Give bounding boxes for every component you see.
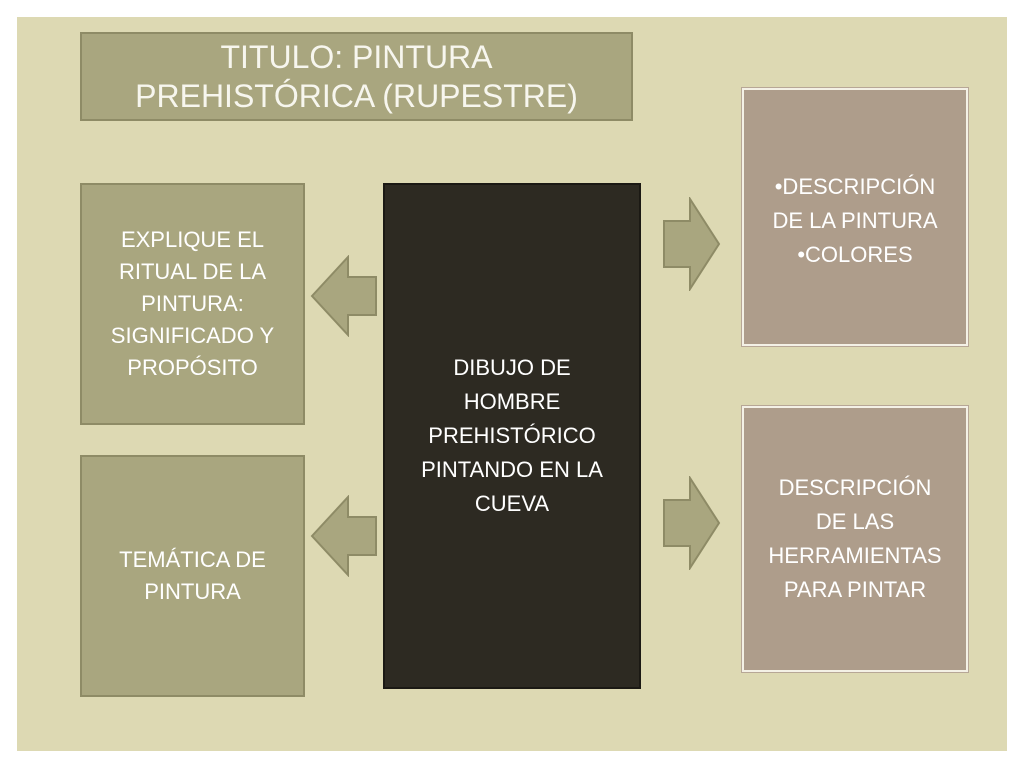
center-line: HOMBRE [463,389,561,414]
ritual-line: EXPLIQUE EL [120,227,265,252]
title-box: TITULO: PINTURA PREHISTÓRICA (RUPESTRE) [80,32,633,121]
ritual-line: PINTURA: [141,291,244,316]
ritual-line: RITUAL DE LA [118,259,267,284]
arrow-left-icon [310,255,377,337]
center-line: PINTANDO EN LA [421,457,603,482]
center-line: DIBUJO DE [453,355,571,380]
ritual-line: PROPÓSITO [127,355,258,380]
arrow-right-icon [663,476,721,570]
herramientas-line: PARA PINTAR [783,577,927,602]
center-line: PREHISTÓRICO [428,423,596,448]
herramientas-line: HERRAMIENTAS [768,543,942,568]
center-line: CUEVA [474,491,550,516]
tematica-box: TEMÁTICA DE PINTURA [80,455,305,697]
herramientas-box: DESCRIPCIÓN DE LAS HERRAMIENTAS PARA PIN… [741,405,969,673]
descripcion-pintura-line: •DESCRIPCIÓN [774,174,936,199]
tematica-line: PINTURA [144,579,241,604]
ritual-line: SIGNIFICADO Y [110,323,275,348]
arrow-left-icon [310,495,377,577]
herramientas-line: DE LAS [815,509,895,534]
descripcion-pintura-line: •COLORES [797,242,913,267]
descripcion-pintura-box: •DESCRIPCIÓN DE LA PINTURA •COLORES [741,87,969,347]
herramientas-line: DESCRIPCIÓN [778,475,932,500]
tematica-line: TEMÁTICA DE [119,547,266,572]
ritual-box: EXPLIQUE EL RITUAL DE LA PINTURA: SIGNIF… [80,183,305,425]
title-line-1: TITULO: PINTURA [220,38,493,75]
center-box: DIBUJO DE HOMBRE PREHISTÓRICO PINTANDO E… [383,183,641,689]
descripcion-pintura-line: DE LA PINTURA [772,208,938,233]
title-line-2: PREHISTÓRICA (RUPESTRE) [135,77,578,114]
arrow-right-icon [663,197,721,291]
